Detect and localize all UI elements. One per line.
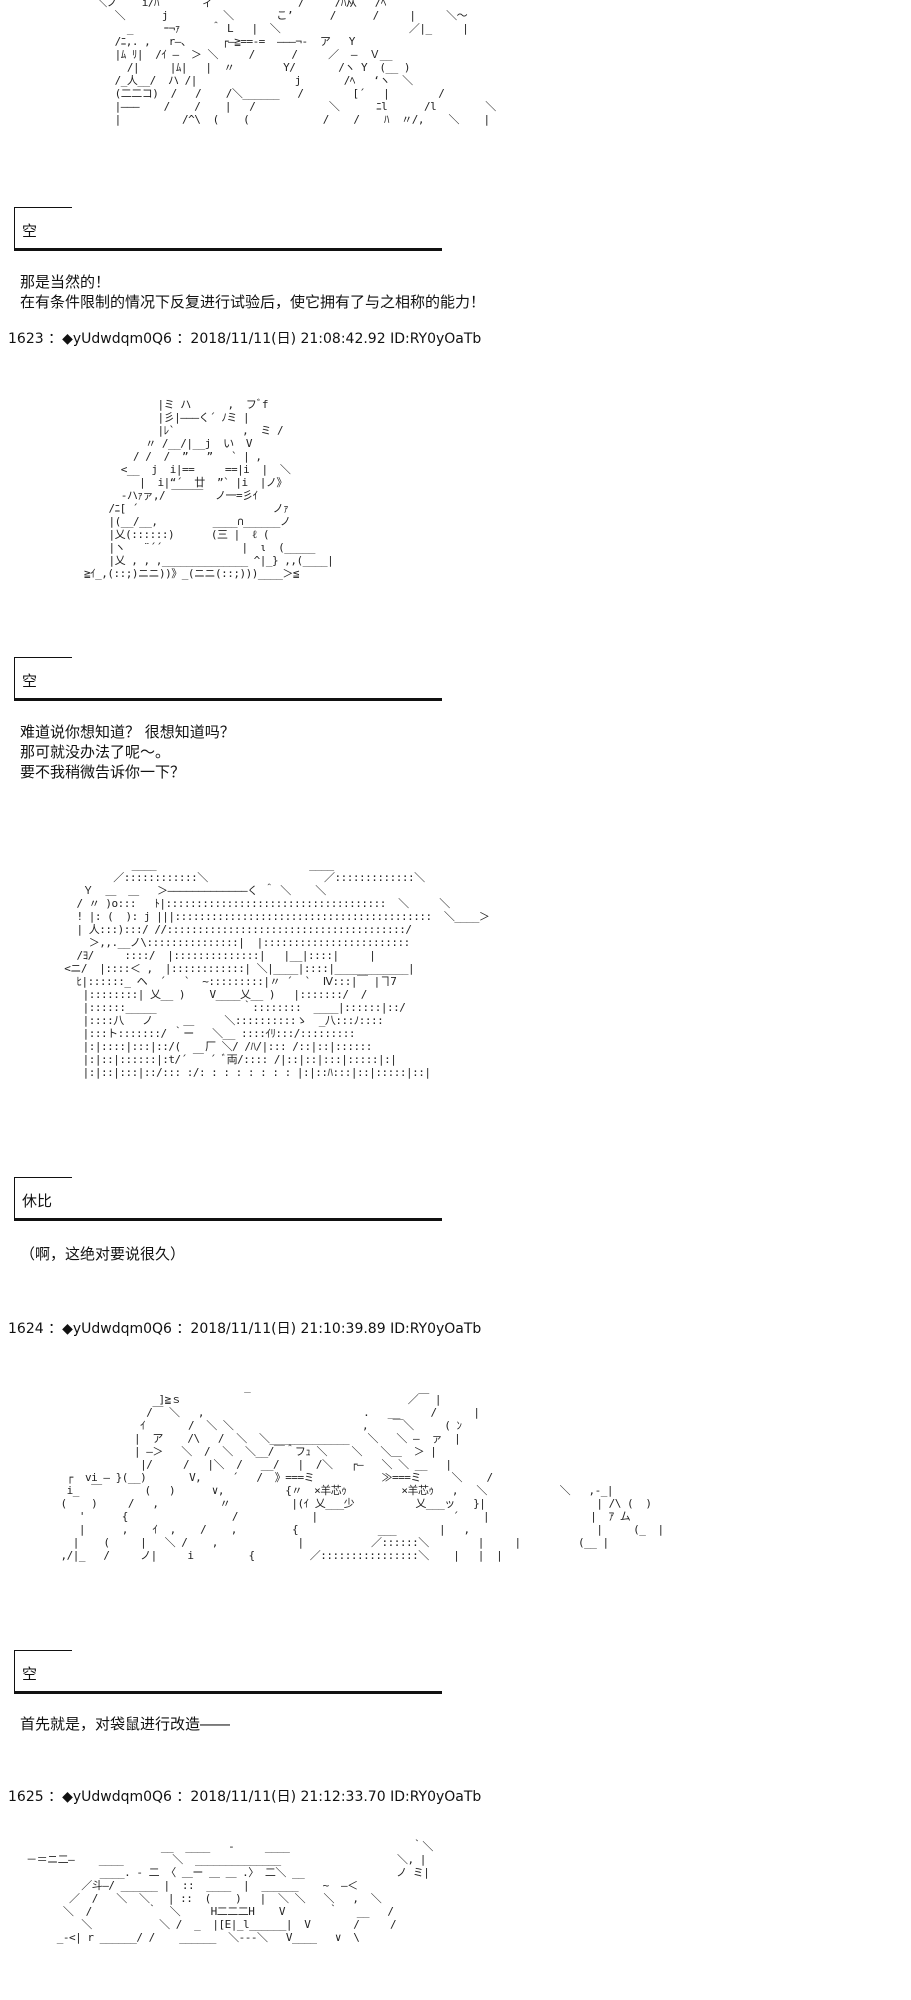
speaker-box: 空: [14, 1650, 442, 1694]
speaker-name: 休比: [22, 1192, 53, 1210]
post-header: 1625 ：◆yUdwdqm0Q6 ：2018/11/11(日) 21:12:3…: [8, 1789, 482, 1805]
speaker-box: 空: [14, 207, 442, 251]
speaker-box-side-rule: [14, 207, 15, 251]
dialog-text: （啊，这绝对要说很久）: [20, 1244, 185, 1264]
speaker-name: 空: [22, 222, 38, 240]
speaker-box-top-rule: [14, 657, 72, 658]
dialog-line: 那是当然的！: [20, 273, 111, 291]
speaker-box-side-rule: [14, 1177, 15, 1221]
dialog-line: 要不我稍微告诉你一下？: [20, 763, 186, 781]
post-header: 1624 ：◆yUdwdqm0Q6 ：2018/11/11(日) 21:10:3…: [8, 1321, 482, 1337]
speaker-box-bottom-rule: [14, 1691, 442, 1694]
speaker-name: 空: [22, 1665, 38, 1683]
speaker-box-top-rule: [14, 1650, 72, 1651]
dialog-text: 难道说你想知道？ 很想知道吗？ 那可就没办法了呢～。 要不我稍微告诉你一下？: [20, 722, 235, 782]
speaker-box-side-rule: [14, 1650, 15, 1694]
ascii-art-3: ____ ____ ／::::::::::::＼ ／:::::::::::::＼…: [64, 858, 490, 1079]
speaker-box: 休比: [14, 1177, 442, 1221]
speaker-box-side-rule: [14, 657, 15, 701]
dialog-text: 首先就是，对袋鼠进行改造――: [20, 1714, 230, 1734]
ascii-art-4: _ ]≧ｓ ／￣ | /￣ ＼ , . __ / | ｲ / ＼ ＼ , ￣＼: [60, 1380, 521, 1562]
dialog-line: 那可就没办法了呢～。: [20, 743, 171, 761]
speaker-box-bottom-rule: [14, 1218, 442, 1221]
ascii-art-4-right: ＼ ,-_| | /\ ( ) | ｱ ム: [559, 1484, 665, 1549]
ascii-art-5: __ ____ - ____ ｀＼ －＝ニ二― ____ ＼ _________…: [26, 1840, 433, 1944]
dialog-line: 难道说你想知道？ 很想知道吗？: [20, 723, 235, 741]
dialog-line: 首先就是，对袋鼠进行改造――: [20, 1715, 231, 1733]
ascii-art-1: ＼ノ i/ﾊ ィ / /ﾊ从 /ﾍ＾ ＼ j ＼ こ’ / / | ＼～ _ ｰ…: [96, 0, 496, 126]
dialog-line: 在有条件限制的情况下反复进行试验后，使它拥有了与之相称的能力！: [20, 293, 486, 311]
speaker-name: 空: [22, 672, 38, 690]
ascii-art-2: |ミ ハ , フﾞf |彡|―――く´ ﾉミ | |ﾚ` , ミ / 〃 /__…: [84, 398, 334, 580]
speaker-box-top-rule: [14, 1177, 72, 1178]
post-header: 1623 ：◆yUdwdqm0Q6 ：2018/11/11(日) 21:08:4…: [8, 331, 482, 347]
speaker-box: 空: [14, 657, 442, 701]
speaker-box-bottom-rule: [14, 698, 442, 701]
dialog-text: 那是当然的！ 在有条件限制的情况下反复进行试验后，使它拥有了与之相称的能力！: [20, 272, 485, 312]
speaker-box-bottom-rule: [14, 248, 442, 251]
speaker-box-top-rule: [14, 207, 72, 208]
dialog-line: （啊，这绝对要说很久）: [20, 1245, 186, 1263]
